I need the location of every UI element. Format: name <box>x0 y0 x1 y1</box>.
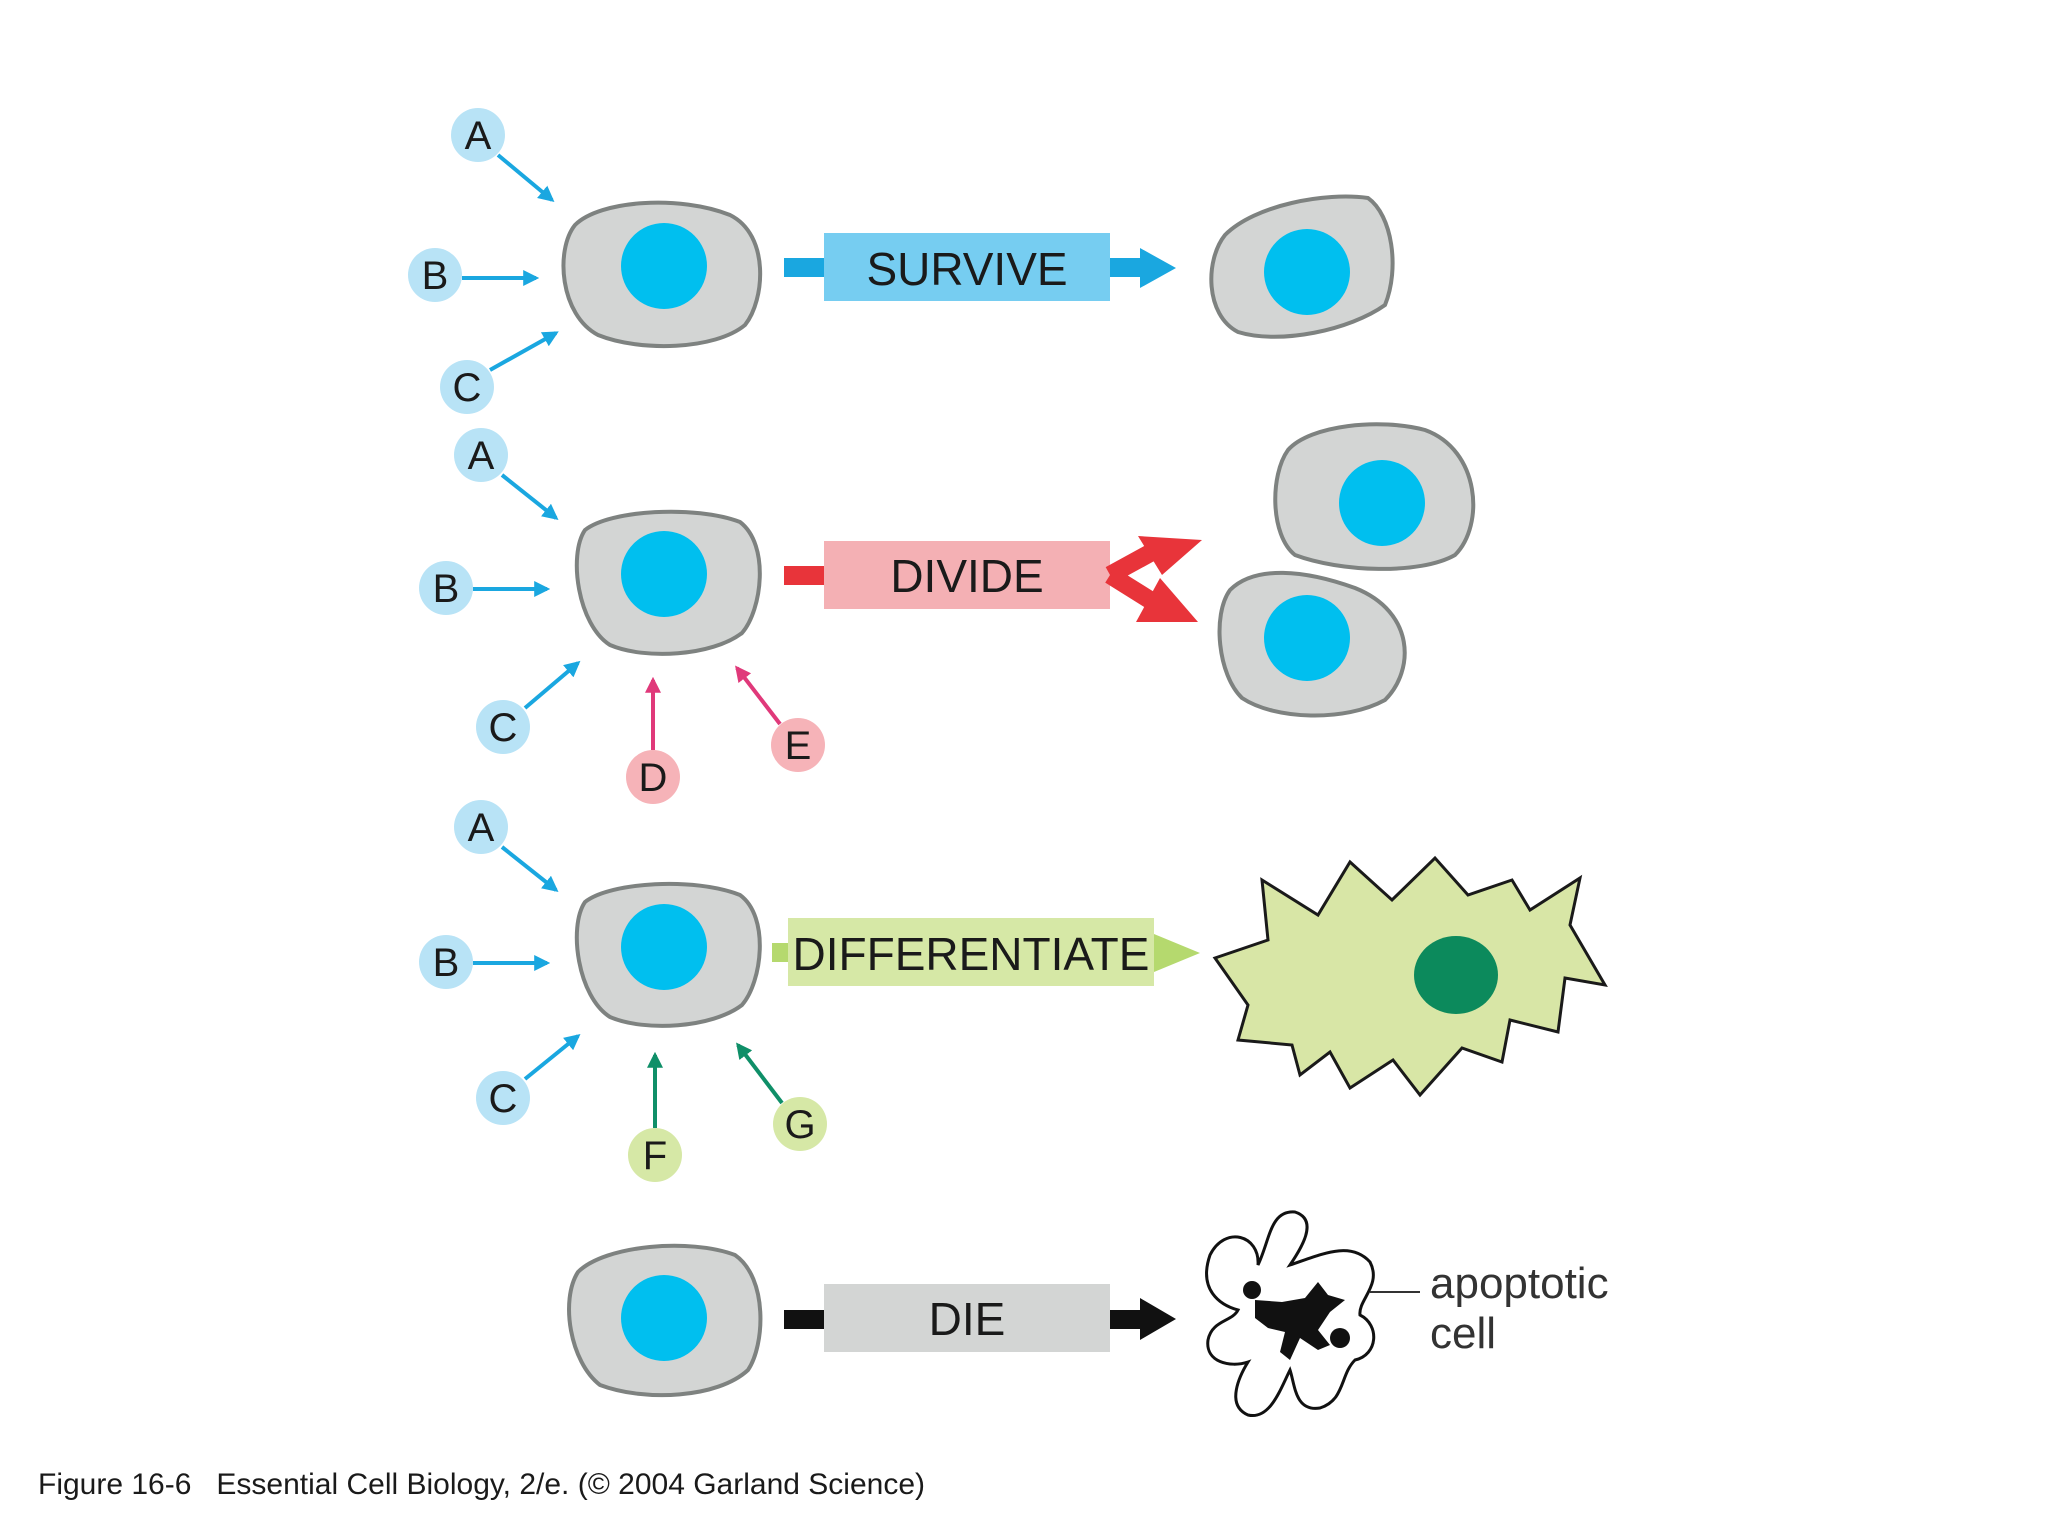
signal-label: F <box>643 1134 667 1178</box>
signal-arrow <box>496 153 555 203</box>
annotation-apoptotic: apoptotic <box>1430 1259 1609 1308</box>
signal-arrow <box>500 473 559 520</box>
signal-arrow <box>500 845 559 892</box>
signal-label: A <box>468 806 495 850</box>
signal-c-survive: C <box>440 331 559 414</box>
apoptotic-cell <box>1205 1210 1376 1417</box>
process-arrow-die: DIE <box>784 1284 1176 1352</box>
process-arrow-differentiate: DIFFERENTIATE <box>772 918 1200 986</box>
cell-differentiated <box>1212 855 1608 1098</box>
nucleus <box>621 531 707 617</box>
signal-label: D <box>639 756 668 800</box>
process-label: DIVIDE <box>890 550 1043 602</box>
process-box <box>788 918 1154 986</box>
signal-label: A <box>465 114 492 158</box>
cell-divide-result-bottom <box>1217 570 1407 718</box>
signal-label: A <box>468 434 495 478</box>
nucleus <box>621 904 707 990</box>
nucleus <box>1414 936 1498 1014</box>
signal-c-divide: C <box>476 660 581 754</box>
row-differentiate: A B C F G DIFFERENT <box>419 800 1608 1182</box>
process-label: DIFFERENTIATE <box>793 928 1150 980</box>
signal-e-divide: E <box>735 665 825 772</box>
cell-survive-source <box>561 200 763 349</box>
condensed-chromatin <box>1255 1282 1345 1360</box>
figure-caption: Figure 16-6 Essential Cell Biology, 2/e.… <box>38 1468 925 1501</box>
process-box <box>824 541 1110 609</box>
signal-b-differentiate: B <box>419 935 551 989</box>
signal-f-differentiate: F <box>628 1051 682 1182</box>
signal-arrow <box>736 1042 784 1105</box>
row-survive: A B C SURVIVE <box>408 108 1395 414</box>
nucleus <box>1264 595 1350 681</box>
signal-label: E <box>785 724 812 768</box>
process-arrow-divide: DIVIDE <box>784 536 1202 622</box>
nucleus <box>1339 460 1425 546</box>
signal-a-survive: A <box>451 108 555 203</box>
cell-differentiate-source <box>574 881 762 1028</box>
cell-die-source <box>567 1243 763 1398</box>
signal-a-differentiate: A <box>454 800 559 892</box>
chromatin-fragment <box>1330 1328 1350 1348</box>
signal-arrow <box>489 331 559 372</box>
row-divide: A B C D E DIVIDE <box>419 422 1476 804</box>
nucleus <box>621 223 707 309</box>
nucleus <box>1264 229 1350 315</box>
cell-survive-result <box>1209 194 1395 339</box>
process-label: DIE <box>929 1293 1006 1345</box>
signal-arrow <box>523 1033 581 1081</box>
annotation-cell: cell <box>1430 1309 1496 1358</box>
signal-arrow <box>523 660 581 710</box>
process-box <box>824 1284 1110 1352</box>
nucleus <box>621 1275 707 1361</box>
signal-g-differentiate: G <box>736 1042 827 1151</box>
signal-d-divide: D <box>626 676 680 804</box>
process-arrow-survive: SURVIVE <box>784 233 1176 301</box>
signal-label: B <box>433 941 460 985</box>
signal-label: C <box>453 366 482 410</box>
signal-b-survive: B <box>408 248 540 302</box>
signal-label: G <box>784 1103 815 1147</box>
signal-label: C <box>489 706 518 750</box>
signal-arrow <box>735 665 782 726</box>
row-die: DIE apoptotic cell <box>567 1210 1609 1417</box>
signal-label: C <box>489 1077 518 1121</box>
cell-divide-result-top <box>1273 422 1476 571</box>
process-label: SURVIVE <box>866 243 1067 295</box>
signal-a-divide: A <box>454 428 559 520</box>
signal-b-divide: B <box>419 561 551 615</box>
signal-label: B <box>422 254 449 298</box>
chromatin-fragment <box>1243 1281 1261 1299</box>
cell-divide-source <box>574 509 762 656</box>
signal-c-differentiate: C <box>476 1033 581 1125</box>
signal-label: B <box>433 567 460 611</box>
process-box <box>824 233 1110 301</box>
